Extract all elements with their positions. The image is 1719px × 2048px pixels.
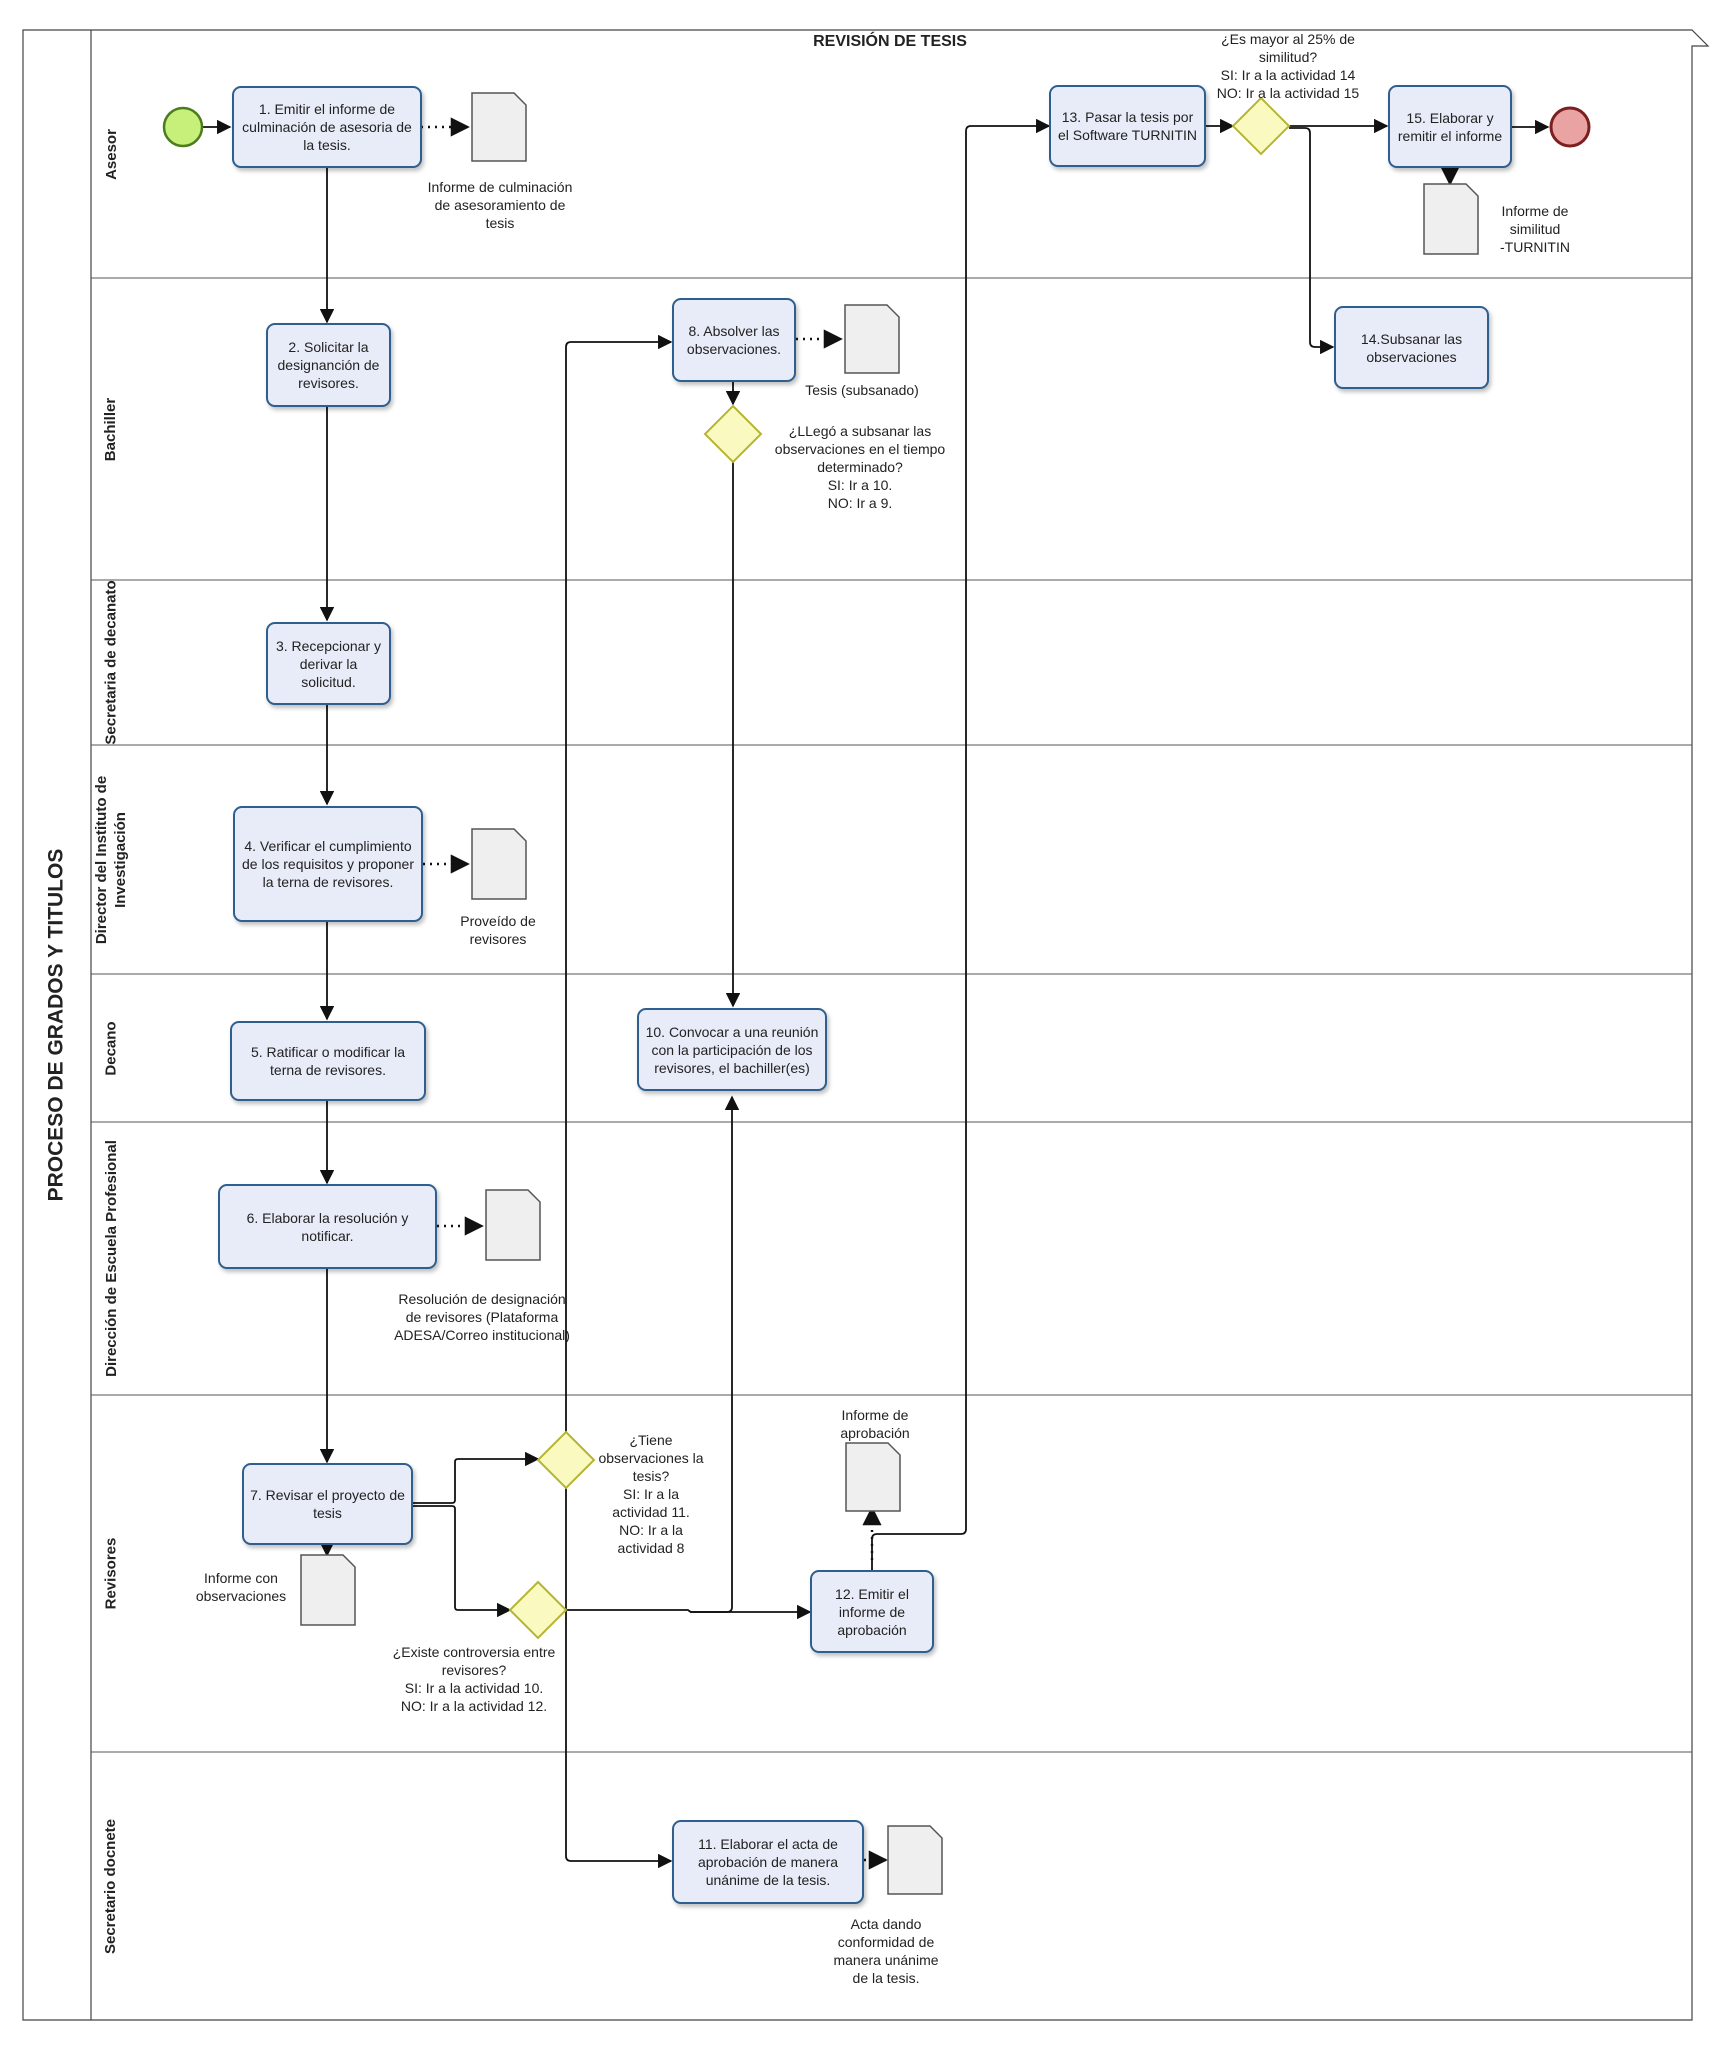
task-2[interactable]: 2. Solicitar la designanción de revisore…: [266, 323, 391, 407]
task-3[interactable]: 3. Recepcionar y derivar la solicitud.: [266, 622, 391, 705]
flow-g7a-t11: [565, 1486, 673, 1869]
task-15[interactable]: 15. Elaborar y remitir el informe: [1388, 85, 1512, 168]
gateway-g7a: [536, 1430, 596, 1490]
gateway-label-g13: ¿Es mayor al 25% de similitud? SI: Ir a …: [1216, 31, 1360, 101]
task-13[interactable]: 13. Pasar la tesis por el Software TURNI…: [1049, 85, 1206, 167]
document-label-d15: Informe de similitud -TURNITIN: [1500, 203, 1570, 255]
document-d6: [485, 1189, 541, 1261]
flow-g7a-t8: [565, 334, 673, 1434]
document-label-d4: Proveído de revisores: [460, 913, 536, 947]
task-7[interactable]: 7. Revisar el proyecto de tesis: [242, 1463, 413, 1545]
task-8[interactable]: 8. Absolver las observaciones.: [672, 298, 796, 382]
flow-t7-g7a: [412, 1451, 540, 1504]
task-11[interactable]: 11. Elaborar el acta de aprobación de ma…: [672, 1820, 864, 1904]
task-12[interactable]: 12. Emitir el informe de aprobación: [810, 1570, 934, 1653]
document-label-d8: Tesis (subsanado): [805, 382, 919, 398]
document-d7: [300, 1554, 356, 1626]
task-1[interactable]: 1. Emitir el informe de culminación de a…: [232, 86, 422, 168]
document-d12: [845, 1442, 901, 1512]
flow-t7-g7b: [412, 1505, 512, 1618]
task-6[interactable]: 6. Elaborar la resolución y notificar.: [218, 1184, 437, 1269]
gateway-label-g7b: ¿Existe controversia entre revisores? SI…: [392, 1644, 556, 1714]
flow-g13-t14: [1289, 127, 1335, 355]
flow-g7b-t12: [566, 1604, 812, 1620]
task-5[interactable]: 5. Ratificar o modificar la terna de rev…: [230, 1021, 426, 1101]
task-4[interactable]: 4. Verificar el cumplimiento de los requ…: [233, 806, 423, 922]
gateway-g7b: [508, 1580, 568, 1640]
task-14[interactable]: 14.Subsanar las observaciones: [1334, 306, 1489, 389]
document-d8: [844, 304, 900, 374]
document-d11: [887, 1825, 943, 1895]
gateway-label-g7a: ¿Tiene observaciones la tesis? SI: Ir a …: [598, 1432, 704, 1556]
start-event: [162, 106, 204, 148]
flow-t12-t13: [871, 118, 1051, 1573]
diagram-title: REVISIÓN DE TESIS: [813, 33, 967, 50]
pool-outline: [22, 29, 1710, 2021]
document-label-d12: Informe de aprobación: [840, 1407, 910, 1441]
gateway-g13: [1231, 96, 1291, 156]
gateway-label-g8: ¿LLegó a subsanar las observaciones en e…: [774, 423, 946, 511]
end-event: [1549, 106, 1591, 148]
document-label-d7: Informe con observaciones: [195, 1570, 287, 1604]
document-d15: [1423, 183, 1479, 255]
document-d1: [471, 92, 527, 162]
document-label-d1: Informe de culminación de asesoramiento …: [427, 179, 573, 231]
flow-g7b-t10: [690, 1095, 740, 1613]
document-label-d6: Resolución de designación de revisores (…: [394, 1291, 570, 1343]
gateway-g8: [703, 404, 763, 464]
document-label-d11: Acta dando conformidad de manera unánime…: [833, 1916, 939, 1986]
document-d4: [471, 828, 527, 900]
task-10[interactable]: 10. Convocar a una reunión con la partic…: [637, 1008, 827, 1091]
